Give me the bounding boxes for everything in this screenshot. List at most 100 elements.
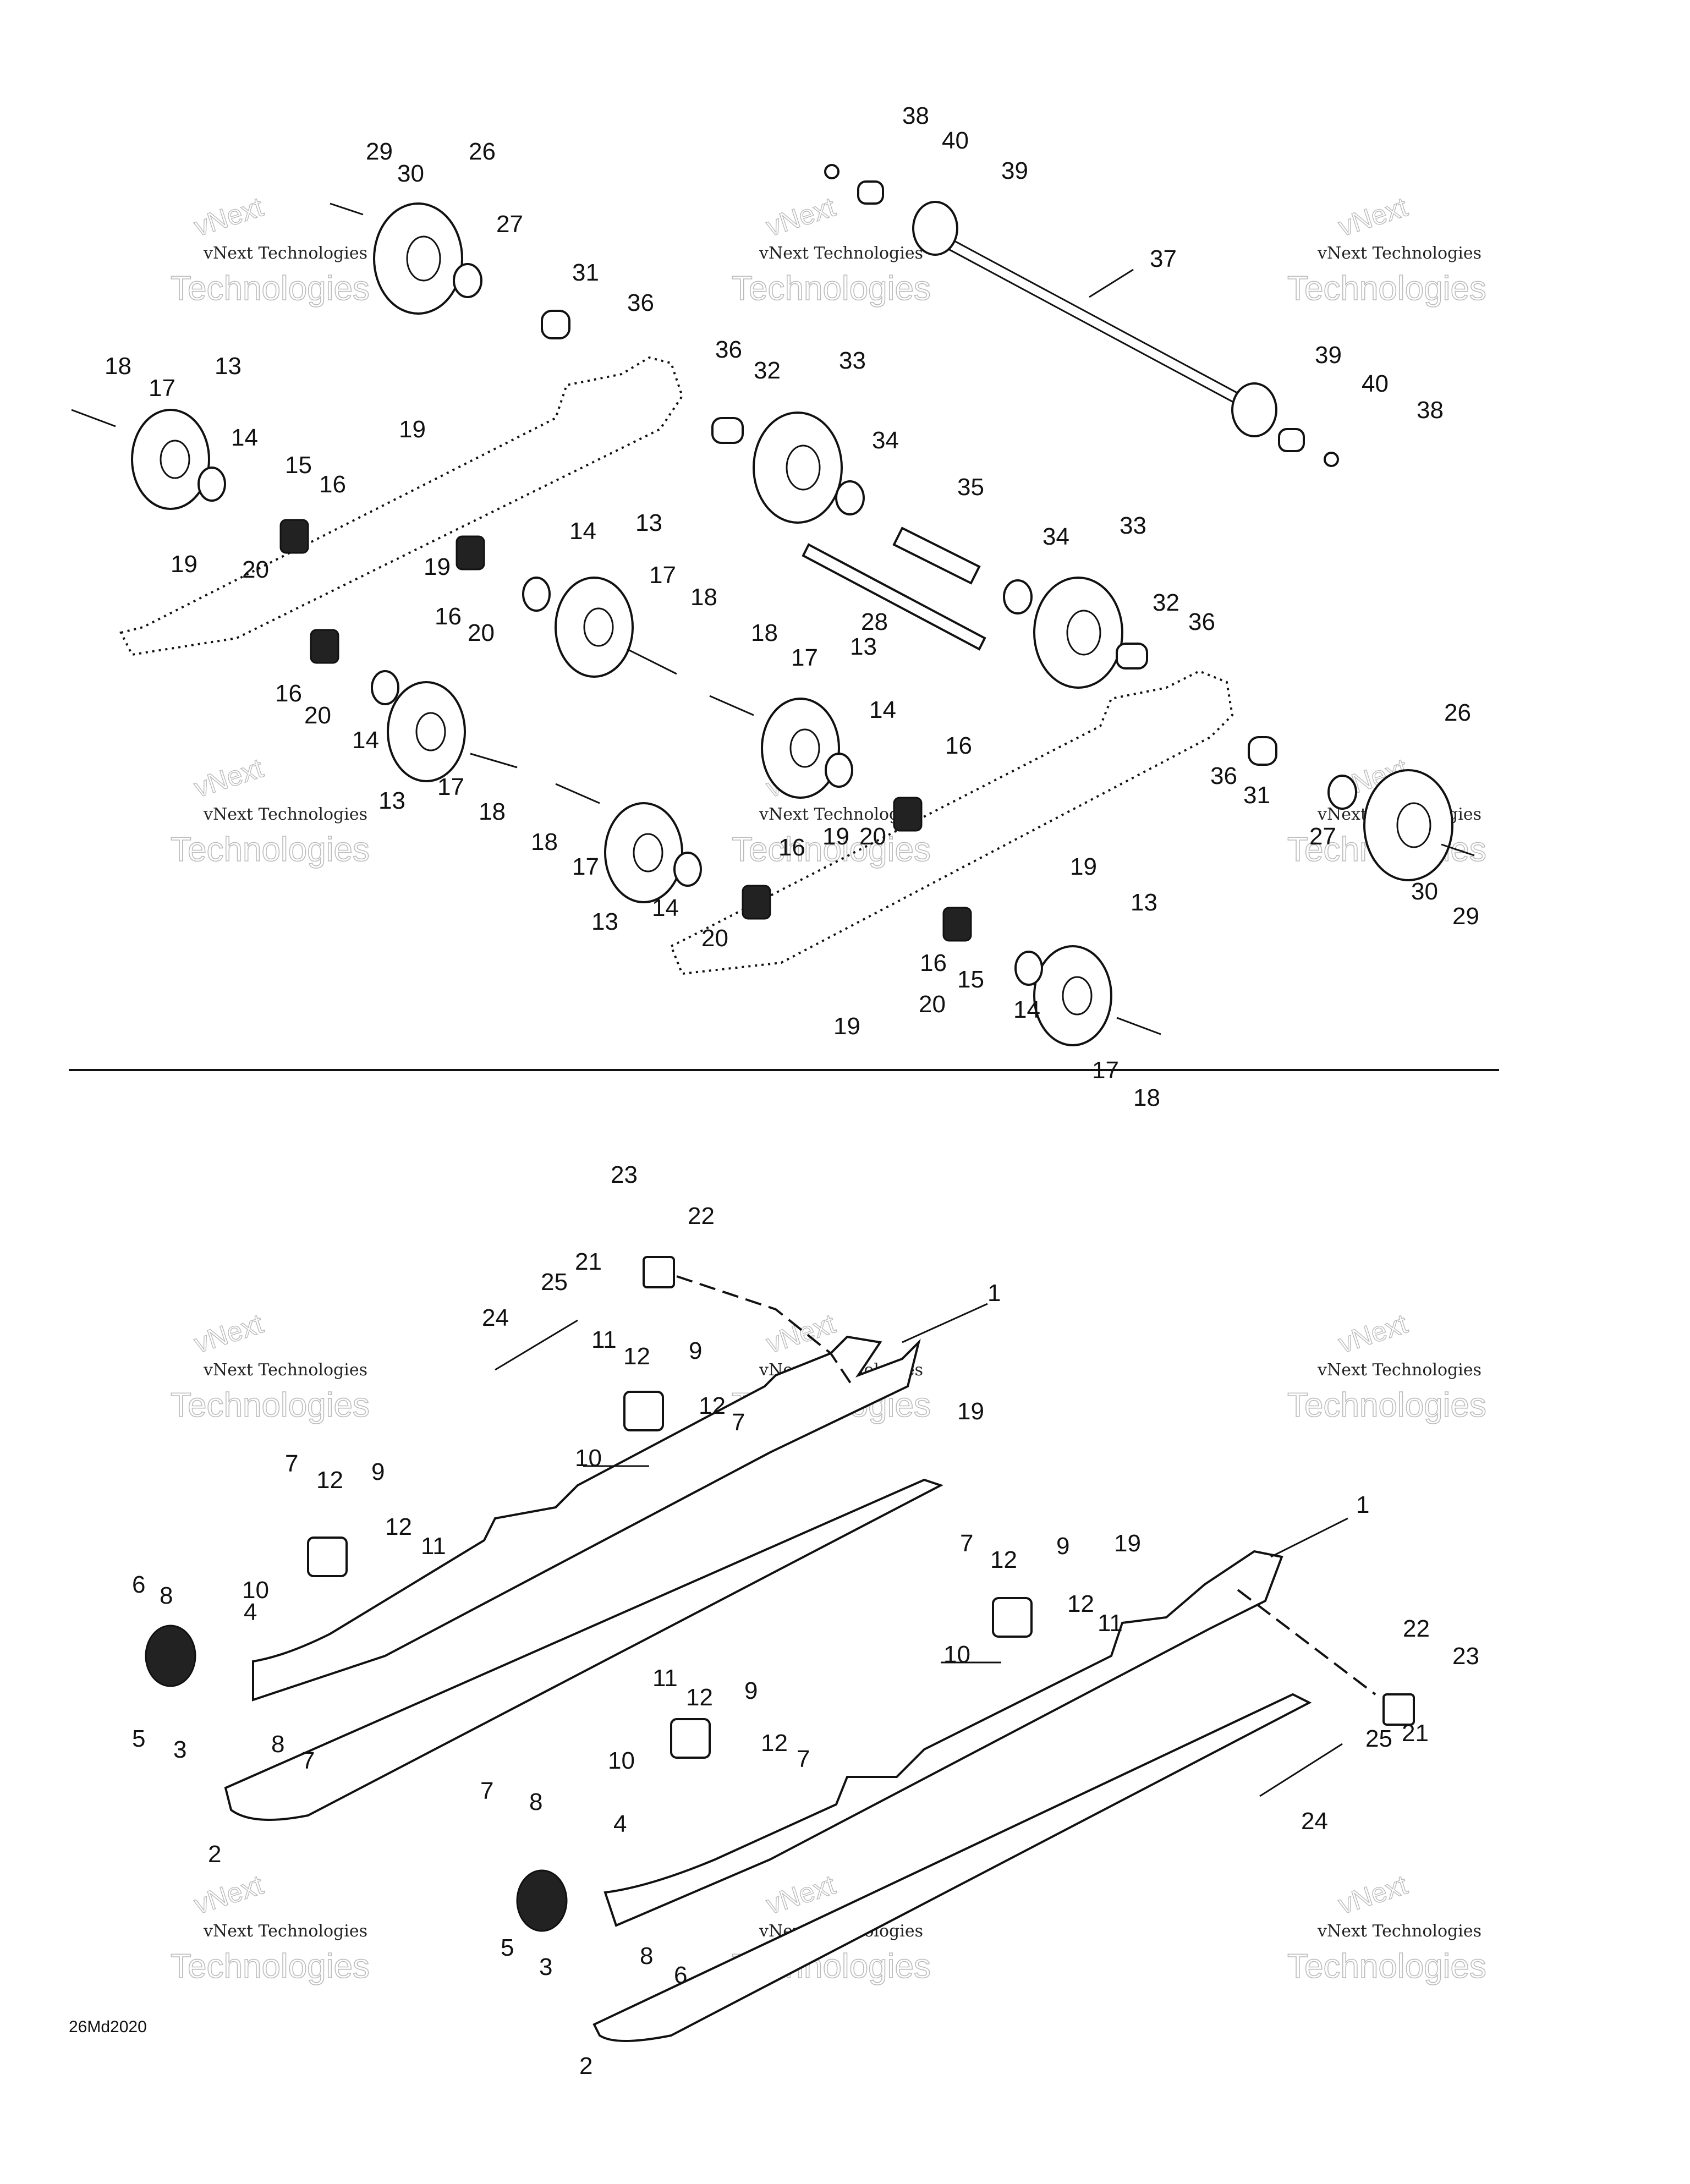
callout-c98: 8 xyxy=(160,1582,173,1609)
callout-c03: 26 xyxy=(469,138,496,165)
callout-c49: 13 xyxy=(378,787,405,814)
callout-c111: 8 xyxy=(271,1731,284,1758)
callout-c80: 11 xyxy=(591,1326,617,1353)
callout-c110: 3 xyxy=(173,1736,186,1763)
bolt-29-right xyxy=(1441,843,1475,857)
callout-c55: 18 xyxy=(531,828,558,855)
svg-text:vNext: vNext xyxy=(762,1869,839,1920)
roller-39-top xyxy=(912,201,958,256)
block-9-b xyxy=(307,1537,348,1577)
callout-c105: 23 xyxy=(1452,1643,1479,1670)
svg-text:Technologies: Technologies xyxy=(1287,1386,1486,1424)
callout-c101: 11 xyxy=(1098,1610,1123,1637)
callout-c82: 9 xyxy=(689,1337,702,1364)
callout-c95: 9 xyxy=(1056,1533,1069,1560)
svg-text:Technologies: Technologies xyxy=(171,831,370,869)
bearing-34-right xyxy=(1003,579,1033,614)
callout-c115: 21 xyxy=(1402,1720,1429,1747)
bolt-18-f xyxy=(1116,1017,1161,1035)
bracket-16-c xyxy=(310,629,339,664)
callout-c07: 38 xyxy=(902,102,929,129)
callout-c89: 9 xyxy=(371,1458,385,1485)
bearing-14-a xyxy=(197,467,226,502)
wheel-13-c xyxy=(387,681,466,782)
callout-c22: 20 xyxy=(242,556,269,583)
wheel-13-d xyxy=(761,698,840,799)
callout-c99: 10 xyxy=(242,1577,269,1604)
wheel-33-right xyxy=(1033,577,1123,689)
callout-c77: 25 xyxy=(541,1269,568,1296)
callout-c87: 7 xyxy=(285,1450,298,1477)
svg-text:vNext: vNext xyxy=(190,1308,267,1359)
shaft-28 xyxy=(802,543,986,651)
bracket-16-e xyxy=(742,885,771,920)
callout-c02: 30 xyxy=(397,160,424,187)
callout-c78: 24 xyxy=(482,1304,509,1331)
svg-text:Technologies: Technologies xyxy=(171,1386,370,1424)
block-9-a xyxy=(623,1391,664,1431)
svg-text:vNext Technologies: vNext Technologies xyxy=(1317,1922,1482,1941)
callout-c117: 10 xyxy=(608,1747,635,1774)
callout-c71: 19 xyxy=(833,1013,860,1040)
callout-c67: 16 xyxy=(920,950,947,976)
bolt-38-bottom xyxy=(1324,452,1339,467)
axle-37 xyxy=(943,235,1244,407)
callout-c70: 14 xyxy=(1013,996,1040,1023)
callout-c30: 13 xyxy=(635,509,662,536)
slide-2-left xyxy=(224,1478,944,1821)
callout-c42: 13 xyxy=(850,633,877,660)
svg-text:Technologies: Technologies xyxy=(732,831,931,869)
callout-c34: 20 xyxy=(468,619,495,646)
block-22-bottom xyxy=(1382,1693,1415,1726)
callout-c24: 36 xyxy=(715,336,742,363)
callout-c102: 4 xyxy=(244,1599,257,1626)
callout-c114: 7 xyxy=(797,1746,810,1773)
callout-c123: 5 xyxy=(501,1934,514,1961)
bearing-14-f xyxy=(1014,951,1043,986)
callout-c58: 19 xyxy=(822,823,849,850)
spacer-31-top xyxy=(541,310,570,339)
wheel-13-e xyxy=(604,802,683,903)
bracket-16-a xyxy=(279,519,309,554)
callout-c15: 17 xyxy=(149,375,175,402)
callout-c73: 18 xyxy=(1133,1084,1160,1111)
callout-c75: 22 xyxy=(688,1203,715,1230)
callout-c27: 34 xyxy=(872,427,899,454)
svg-text:vNext: vNext xyxy=(190,753,267,804)
callout-c108: 9 xyxy=(744,1677,758,1704)
svg-text:vNext: vNext xyxy=(1335,1869,1411,1920)
left-rail-outline xyxy=(119,356,684,656)
callout-c91: 11 xyxy=(421,1533,446,1560)
roller-39-bottom xyxy=(1231,382,1277,437)
axis-line-top xyxy=(676,1275,854,1387)
callout-c48: 14 xyxy=(352,727,379,754)
callout-c65: 29 xyxy=(1452,903,1479,930)
callout-c94: 12 xyxy=(990,1546,1017,1573)
callout-c79: 1 xyxy=(987,1280,1001,1307)
callout-c32: 18 xyxy=(690,584,717,611)
callout-c119: 8 xyxy=(529,1788,542,1815)
callout-c46: 16 xyxy=(945,732,972,759)
bearing-27-top xyxy=(453,263,482,298)
callout-c29: 14 xyxy=(569,518,596,545)
bolt-38-top xyxy=(824,164,839,179)
callout-c69: 20 xyxy=(919,991,946,1018)
callout-c52: 36 xyxy=(1210,762,1237,789)
callout-c68: 15 xyxy=(957,966,984,993)
svg-text:vNext Technologies: vNext Technologies xyxy=(203,805,367,824)
callout-c112: 7 xyxy=(301,1747,315,1774)
block-22-top xyxy=(643,1256,675,1288)
callout-c93: 7 xyxy=(960,1530,973,1557)
svg-text:vNext Technologies: vNext Technologies xyxy=(759,244,923,263)
callout-c97: 6 xyxy=(132,1571,145,1598)
callout-c62: 14 xyxy=(652,895,679,921)
callout-c72: 17 xyxy=(1092,1057,1119,1084)
